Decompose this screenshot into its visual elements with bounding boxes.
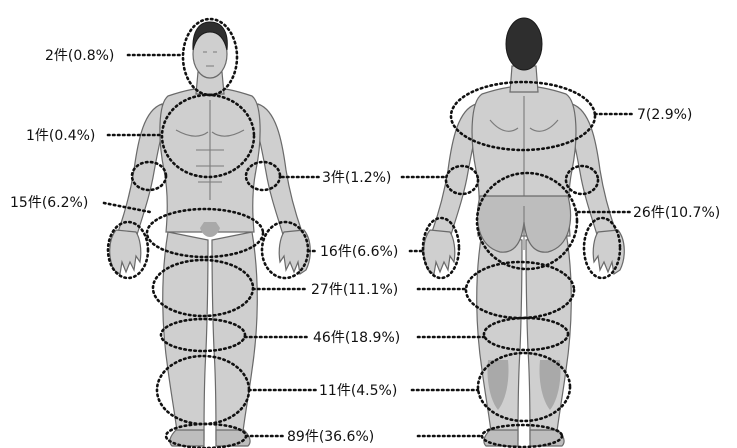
label-shin: 11件(4.5%) bbox=[319, 383, 397, 399]
front-figure bbox=[110, 22, 311, 446]
label-thigh: 27件(11.1%) bbox=[311, 282, 398, 298]
label-feet: 89件(36.6%) bbox=[287, 429, 374, 445]
label-hands: 16件(6.6%) bbox=[320, 244, 398, 260]
label-buttocks: 26件(10.7%) bbox=[633, 205, 720, 221]
label-pelvis: 15件(6.2%) bbox=[10, 195, 88, 211]
label-knee: 46件(18.9%) bbox=[313, 330, 400, 346]
label-head: 2件(0.8%) bbox=[45, 48, 114, 64]
label-back: 7(2.9%) bbox=[637, 107, 692, 123]
label-forearm: 3件(1.2%) bbox=[322, 170, 391, 186]
label-chest: 1件(0.4%) bbox=[26, 128, 95, 144]
back-figure bbox=[424, 18, 625, 446]
